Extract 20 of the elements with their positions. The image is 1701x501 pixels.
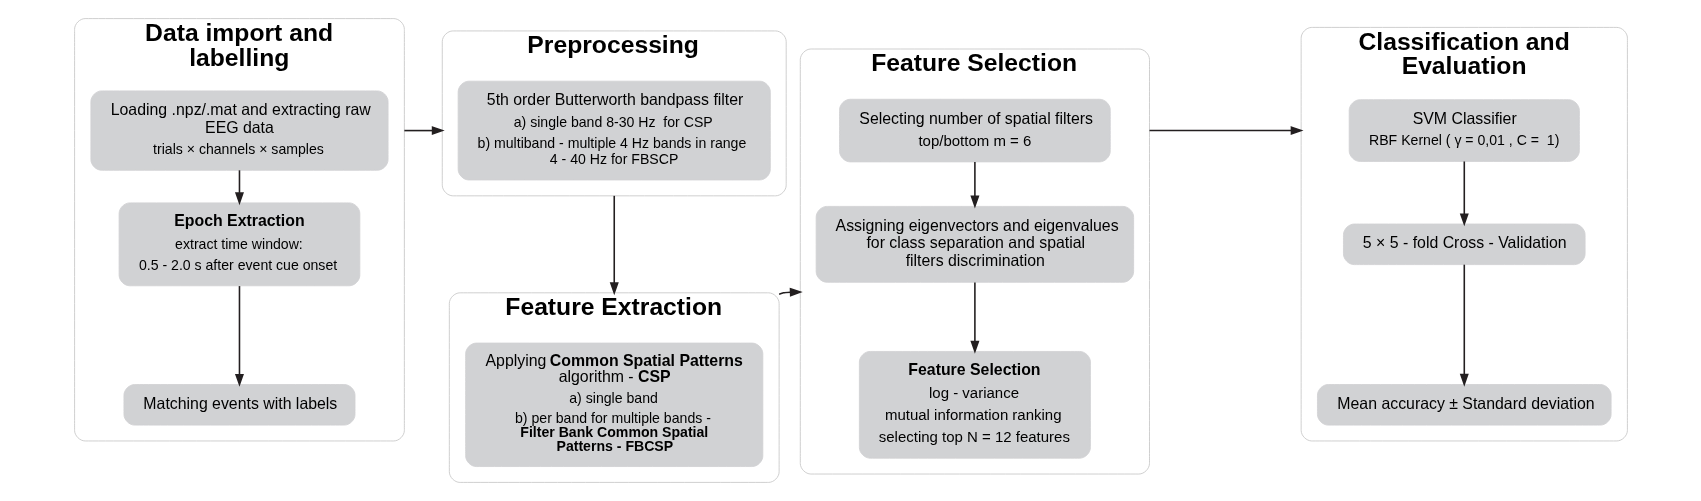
- arrow: [609, 195, 619, 296]
- node-box: 5 × 5 - fold Cross - Validation: [1342, 223, 1586, 266]
- arrow: [969, 281, 979, 354]
- node-box: Feature Selection log - variance mutual information ranking selecting top N = 12 features: [858, 351, 1091, 459]
- node-box: 5th order Butterworth bandpass filter a) single band 8-30 Hz for CSP b) multiband - multiple 4 Hz bands in range 4 - 40 Hz for FBSCP: [457, 80, 771, 181]
- node-box: Assigning eigenvectors and eigenvalues for class separation and spatial filters discrimination: [815, 205, 1134, 283]
- node-box: Applying Common Spatial Patterns algorithm - CSP a) single band b) per band for multiple bands - Filter Bank Common Spatial Patterns - FBCSP: [464, 342, 763, 467]
- arrow: [403, 126, 445, 136]
- arrow: [234, 285, 244, 387]
- node-box: Selecting number of spatial filters top/bottom m = 6: [838, 98, 1111, 163]
- node-box: SVM Classifier RBF Kernel ( γ = 0,01 , C = 1): [1348, 99, 1580, 162]
- arrow: [1148, 126, 1304, 136]
- arrow: [1459, 263, 1469, 387]
- arrow: [969, 161, 979, 209]
- node-box: Epoch Extraction extract time window: 0.5 - 2.0 s after event cue onset: [118, 202, 360, 287]
- node-box: Mean accuracy ± Standard deviation: [1316, 384, 1612, 426]
- arrow: [234, 169, 244, 206]
- arrow: [1459, 160, 1469, 227]
- node-box: Matching events with labels: [123, 384, 355, 426]
- node-box: Loading .npz/.mat and extracting raw EEG data trials × channels × samples: [89, 90, 388, 171]
